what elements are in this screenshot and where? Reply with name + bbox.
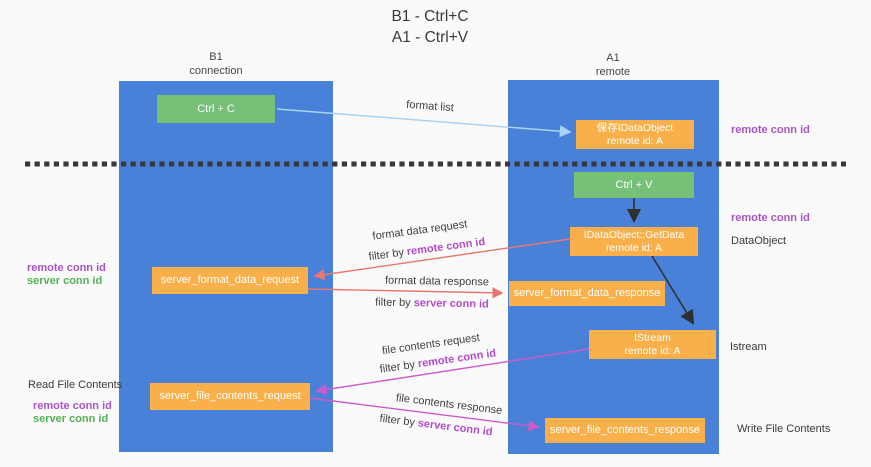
node-idataobject-getdata-line2: remote id: A <box>605 241 663 254</box>
annotation-remote-conn-id-left-1: remote conn id <box>27 262 106 274</box>
title-line-2: A1 - Ctrl+V <box>391 29 469 46</box>
server-conn-id-text: server conn id <box>413 297 489 311</box>
node-server-format-data-request-label: server_format_data_request <box>160 274 300 286</box>
server-conn-id-text: server conn id <box>417 417 494 439</box>
left-lane-name: B1 <box>209 51 223 63</box>
node-server-format-data-response: server_format_data_response <box>509 281 665 306</box>
arrow-format-data-response <box>307 287 504 299</box>
node-server-file-contents-response-label: server_file_contents_response <box>550 424 700 436</box>
node-save-idataobject-line2: remote id: A <box>606 134 664 147</box>
annotation-dataobject: DataObject <box>731 235 787 247</box>
node-ctrl-v: Ctrl + V <box>574 172 694 198</box>
node-server-format-data-response-label: server_format_data_response <box>513 287 661 299</box>
annotation-remote-conn-id-left-2: remote conn id <box>33 400 112 412</box>
node-server-format-data-request: server_format_data_request <box>152 267 308 294</box>
remote-conn-id-text: remote conn id <box>406 235 486 259</box>
annotation-remote-conn-id-mid-right: remote conn id <box>731 212 810 224</box>
edge-label-format-list: format list <box>405 98 455 115</box>
node-ctrl-v-label: Ctrl + V <box>615 178 653 191</box>
edge-label-file-contents-response: file contents response <box>395 392 503 417</box>
node-server-file-contents-request-label: server_file_contents_request <box>159 390 301 402</box>
node-istream-line2: remote id: A <box>624 344 681 357</box>
filter-by-text: filter by <box>379 358 416 376</box>
annotation-read-file-contents: Read File Contents <box>28 379 123 391</box>
node-server-file-contents-request: server_file_contents_request <box>150 383 310 410</box>
node-ctrl-c-label: Ctrl + C <box>197 102 235 115</box>
node-istream-line1: IStream <box>634 331 671 344</box>
node-idataobject-getdata-line1: IDataObject::GetData <box>583 228 685 241</box>
node-save-idataobject: 保存IDataObject remote id: A <box>576 120 694 149</box>
right-lane-name: A1 <box>606 52 620 64</box>
edge-label-format-data-response: format data response <box>384 274 490 289</box>
node-istream: IStream remote id: A <box>589 330 716 359</box>
filter-by-text: filter by <box>378 412 416 429</box>
node-server-file-contents-response: server_file_contents_response <box>545 418 705 443</box>
annotation-server-conn-id-left-1: server conn id <box>27 275 103 287</box>
filter-by-text: filter by <box>375 296 411 310</box>
diagram-title: B1 - Ctrl+C A1 - Ctrl+V <box>391 6 468 48</box>
annotation-istream: Istream <box>730 341 767 353</box>
node-save-idataobject-line1: 保存IDataObject <box>596 121 674 134</box>
annotation-server-conn-id-left-2: server conn id <box>33 413 109 425</box>
right-lane-role: remote <box>595 66 631 78</box>
left-lane-header: B1 connection <box>189 50 242 78</box>
node-ctrl-c: Ctrl + C <box>157 95 275 123</box>
annotation-remote-conn-id-top-right: remote conn id <box>731 124 810 136</box>
annotation-write-file-contents: Write File Contents <box>737 423 831 435</box>
node-idataobject-getdata: IDataObject::GetData remote id: A <box>570 227 698 256</box>
filter-by-text: filter by <box>367 246 405 264</box>
right-lane-header: A1 remote <box>596 51 630 79</box>
left-lane-role: connection <box>189 65 243 77</box>
title-line-1: B1 - Ctrl+C <box>391 8 469 25</box>
